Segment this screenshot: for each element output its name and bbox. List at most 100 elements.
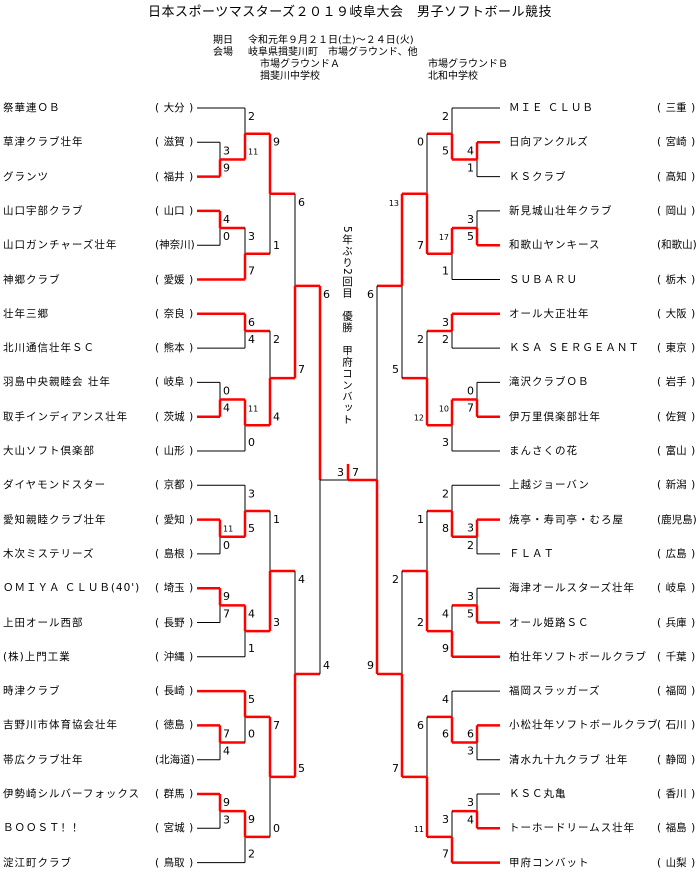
close-paren: )	[189, 547, 194, 560]
open-paren: (	[155, 685, 160, 698]
team-prefecture: 岩手	[665, 376, 687, 389]
close-paren: )	[691, 650, 696, 663]
score-label: 11	[248, 147, 258, 156]
team-row: 焼亭・寿司亭・むろ屋(鹿児島)	[509, 513, 697, 527]
score-label: 2	[248, 110, 255, 123]
date-value: 令和元年９月２１日(土)～２４日(火)	[248, 35, 414, 46]
close-paren: )	[189, 616, 194, 629]
close-paren: )	[190, 753, 195, 766]
score-label: 6	[298, 196, 305, 209]
team-name: 山口ガンチャーズ壮年	[3, 239, 118, 252]
team-name: トーホードリームス壮年	[509, 822, 636, 835]
team-row: オール姫路ＳＣ(兵庫)	[509, 616, 695, 630]
venue-value: 岐阜県揖斐川町 市場グラウンド、他	[248, 47, 418, 58]
close-paren: )	[189, 719, 194, 732]
open-paren: (	[155, 582, 160, 595]
close-paren: )	[189, 822, 194, 835]
open-paren: (	[155, 170, 160, 183]
team-name: 和歌山ヤンキース	[509, 239, 601, 252]
close-paren: )	[189, 342, 194, 355]
team-row: ＭＩＥ ＣＬＵＢ(三重)	[509, 101, 695, 115]
team-name: ＫＳＣ丸亀	[509, 788, 567, 800]
score-label: 6	[442, 728, 449, 741]
score-label: 3	[442, 316, 449, 329]
score-label: 3	[442, 813, 449, 826]
close-paren: )	[189, 307, 194, 320]
score-label: 4	[467, 813, 474, 826]
score-label: 7	[298, 363, 305, 376]
score-label: 3	[442, 436, 449, 449]
score-label: 9	[248, 813, 255, 826]
open-paren: (	[155, 307, 160, 320]
open-paren: (	[155, 239, 160, 252]
close-paren: )	[189, 170, 194, 183]
close-paren: )	[691, 719, 696, 732]
team-name: 時津クラブ	[3, 685, 61, 698]
open-paren: (	[155, 856, 160, 869]
close-paren: )	[189, 136, 194, 149]
open-paren: (	[155, 753, 160, 766]
close-paren: )	[691, 342, 696, 355]
champion-note: 5年ぶり2回目 優勝 甲府コンバット	[341, 226, 353, 426]
score-label: 0	[223, 384, 230, 397]
team-row: 木次ミステリーズ(島根)	[3, 547, 193, 561]
team-name: 神郷クラブ	[3, 273, 61, 286]
score-label: 2	[442, 110, 449, 123]
score-label: 0	[223, 230, 230, 243]
score-label: 4	[298, 573, 305, 586]
team-name: 日向アンクルズ	[509, 136, 589, 149]
close-paren: )	[189, 650, 194, 663]
team-row: 甲府コンバット(山梨)	[509, 856, 695, 870]
score-label: 2	[442, 333, 449, 346]
team-row: 小松壮年ソフトボールクラブ(石川)	[509, 718, 695, 732]
team-prefecture: 大阪	[665, 307, 687, 320]
team-name: 海津オールスターズ壮年	[509, 582, 635, 595]
team-row: 海津オールスターズ壮年(岐阜)	[509, 581, 695, 595]
team-row: 取手インディアンス壮年(茨城)	[3, 410, 193, 424]
open-paren: (	[657, 376, 662, 389]
team-prefecture: 鹿児島	[661, 513, 693, 526]
team-prefecture: 静岡	[665, 753, 687, 766]
score-label: 1	[467, 162, 474, 175]
close-paren: )	[692, 239, 697, 252]
open-paren: (	[155, 445, 160, 457]
score-label: 6	[248, 316, 255, 329]
open-paren: (	[155, 102, 160, 114]
close-paren: )	[189, 856, 194, 869]
score-label: 7	[223, 608, 230, 621]
close-paren: )	[691, 788, 696, 800]
close-paren: )	[691, 376, 696, 389]
open-paren: (	[657, 136, 662, 149]
team-prefecture: 宮城	[163, 822, 185, 835]
score-label: 5	[467, 608, 474, 621]
close-paren: )	[691, 307, 696, 320]
team-row: ＢＯＯＳＴ！！(宮城)	[3, 821, 193, 835]
score-label: 1	[442, 265, 449, 278]
close-paren: )	[189, 513, 194, 526]
score-label: 2	[417, 616, 424, 629]
open-paren: (	[155, 273, 160, 286]
open-paren: (	[155, 616, 160, 629]
team-name: オール姫路ＳＣ	[509, 616, 590, 629]
open-paren: (	[657, 170, 662, 183]
team-name: 淀江町クラブ	[3, 856, 72, 869]
team-name: ＫＳＡ ＳＥＲＧＥＡＮＴ	[509, 342, 640, 355]
team-prefecture: 岐阜	[163, 376, 185, 389]
team-name: ＫＳクラブ	[509, 170, 567, 183]
score-label: 4	[442, 693, 449, 706]
score-label: 8	[442, 522, 449, 535]
score-label: 4	[223, 213, 230, 226]
score-label: 9	[273, 136, 280, 149]
score-label: 6	[467, 727, 474, 740]
team-row: ダイヤモンドスター(京都)	[3, 478, 193, 492]
score-label: 9	[442, 642, 449, 655]
open-paren: (	[657, 685, 662, 698]
open-paren: (	[657, 307, 662, 320]
team-prefecture: 埼玉	[163, 582, 185, 595]
team-row: 愛知親睦クラブ壮年(愛知)	[3, 513, 193, 527]
open-paren: (	[155, 822, 160, 835]
team-prefecture: 山形	[163, 445, 185, 457]
score-label: 3	[467, 522, 474, 535]
score-label: 6	[417, 719, 424, 732]
score-label: 7	[392, 762, 399, 775]
